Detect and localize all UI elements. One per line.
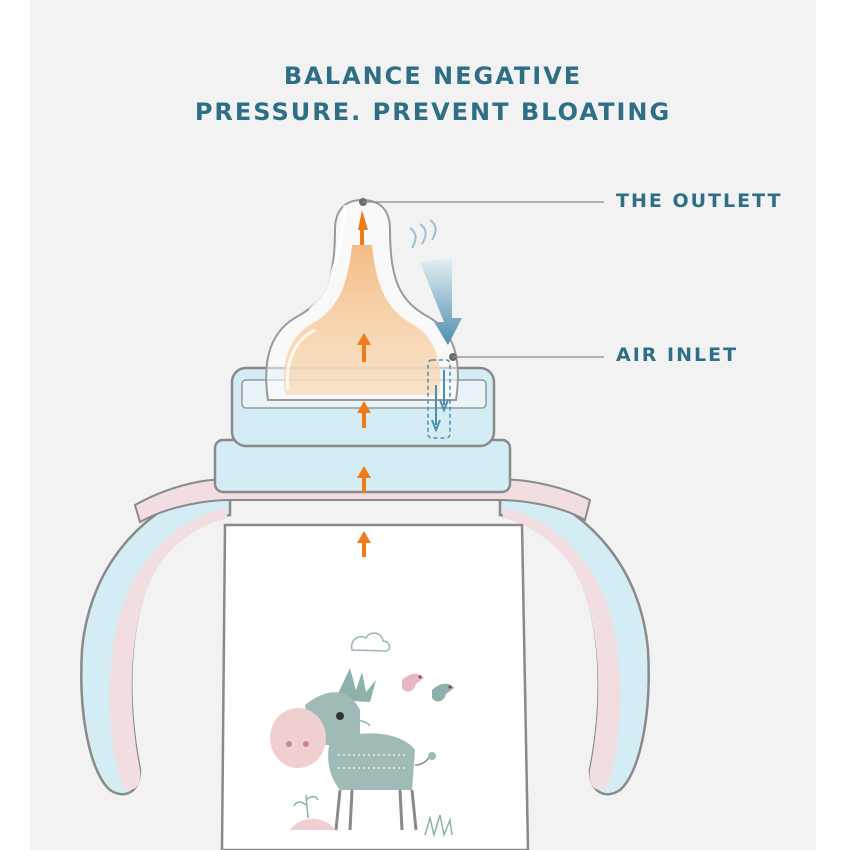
outlet-leader [359, 198, 604, 206]
air-arrow [420, 258, 462, 345]
lower-collar [133, 438, 592, 524]
flow-arrow-4 [357, 466, 371, 493]
right-handle [498, 478, 650, 796]
flow-arrow-1 [358, 210, 368, 245]
air-channel [427, 359, 451, 439]
flow-arrows [357, 210, 371, 557]
air-inflow [409, 219, 462, 439]
headline-line-1: BALANCE NEGATIVE [283, 62, 583, 90]
bird-icon-teal [432, 683, 454, 702]
callout-outlet: THE OUTLETT [616, 190, 783, 212]
left-handle [80, 478, 232, 796]
air-inlet-leader [449, 353, 604, 361]
bottle-body [220, 523, 530, 850]
flow-arrow-3 [357, 401, 371, 428]
flow-arrow-2 [357, 333, 371, 362]
callout-air-inlet: AIR INLET [616, 344, 739, 366]
bird-icon-pink [402, 673, 424, 692]
cloud-icon [350, 632, 391, 652]
flow-arrow-5 [357, 531, 371, 557]
pony-decal [270, 632, 454, 838]
headline: BALANCE NEGATIVE PRESSURE. PREVENT BLOAT… [0, 58, 850, 130]
headline-line-2: PRESSURE. PREVENT BLOATING [194, 98, 672, 126]
